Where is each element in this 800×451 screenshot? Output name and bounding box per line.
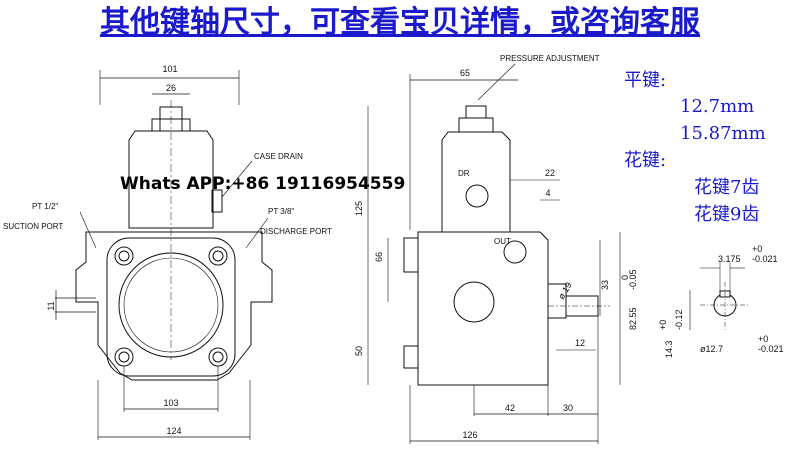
shaft-diameter-tol-upper: +0	[758, 334, 768, 344]
flat-key-title: 平键:	[624, 70, 666, 91]
dim-125: 125	[354, 201, 364, 216]
flat-key-value-2: 15.87mm	[680, 123, 766, 144]
front-view: 101 26 11 CASE DRAIN PT 1/2"	[3, 64, 332, 440]
dim-82-55: 82.55	[628, 307, 638, 330]
dim-4: 4	[545, 188, 550, 198]
key-width: 3.175	[718, 254, 741, 264]
banner-text: 其他键轴尺寸，可查看宝贝详情，或咨询客服	[100, 5, 700, 40]
body-face	[106, 237, 236, 377]
label-pressure-adjustment: PRESSURE ADJUSTMENT	[500, 54, 600, 63]
label-suction-port: SUCTION PORT	[3, 222, 63, 231]
dim-124: 124	[166, 426, 181, 436]
shaft-section-detail: 3.175 +0 -0.021 14.3 +0 -0.12 ø12.7 +0 -…	[658, 244, 784, 358]
flat-key-value-1: 12.7mm	[680, 96, 754, 117]
body-rib-bottom	[403, 345, 419, 369]
label-discharge-port: DISCHARGE PORT	[260, 227, 332, 236]
spline-value-2: 花键9齿	[694, 204, 759, 225]
spec-panel: 平键: 12.7mm 15.87mm 花键: 花键7齿 花键9齿	[624, 70, 766, 225]
shaft-diameter: ø12.7	[700, 344, 723, 354]
shaft-diameter-tol-lower: -0.021	[758, 344, 784, 354]
label-pt-half: PT 1/2"	[32, 202, 58, 211]
key-width-tol-lower: -0.021	[752, 254, 778, 264]
spline-title: 花键:	[624, 150, 666, 171]
dim-12: 12	[575, 338, 585, 348]
outlet-port	[503, 240, 527, 264]
label-out: OUT	[494, 237, 511, 246]
drain-port	[465, 184, 489, 208]
dim-66: 66	[374, 252, 384, 262]
whatsapp-contact: Whats APP:+86 19116954559	[120, 174, 405, 194]
dim-30: 30	[563, 403, 573, 413]
dim-11: 11	[46, 301, 56, 310]
key-height: 14.3	[664, 340, 674, 358]
dim-26: 26	[166, 83, 176, 93]
dim-33: 33	[600, 280, 610, 290]
tol-33-upper: 0	[620, 275, 630, 280]
pump-body	[75, 231, 273, 381]
banner-title: 其他键轴尺寸，可查看宝贝详情，或咨询客服	[0, 0, 800, 50]
drain-boss	[211, 189, 223, 213]
valve-housing	[128, 130, 214, 229]
body-rib-top	[403, 237, 419, 273]
suction-bore	[118, 252, 224, 358]
key-height-tol-upper: +0	[658, 320, 668, 330]
dim-65: 65	[460, 68, 470, 78]
dim-103: 103	[163, 398, 178, 408]
spline-value-1: 花键7齿	[694, 177, 759, 198]
dim-126: 126	[462, 430, 477, 440]
dim-101: 101	[162, 64, 177, 74]
dim-42: 42	[505, 403, 515, 413]
suction-port-side	[453, 281, 495, 323]
tol-33-lower: -0.05	[628, 269, 638, 290]
dim-22: 22	[545, 168, 555, 178]
label-pt-three-eighths: PT 3/8"	[268, 207, 294, 216]
label-case-drain: CASE DRAIN	[254, 152, 303, 161]
dim-shaft-dia: ø 19	[556, 280, 574, 301]
side-view: 65 PRESSURE ADJUSTMENT DR OUT 22 4 33 0 …	[354, 54, 638, 444]
label-dr: DR	[458, 169, 470, 178]
pump-body-side	[417, 231, 549, 386]
key-height-tol-lower: -0.12	[674, 309, 684, 330]
dim-50: 50	[354, 346, 364, 356]
valve-housing-side	[441, 131, 511, 233]
key-width-tol-upper: +0	[752, 244, 762, 254]
